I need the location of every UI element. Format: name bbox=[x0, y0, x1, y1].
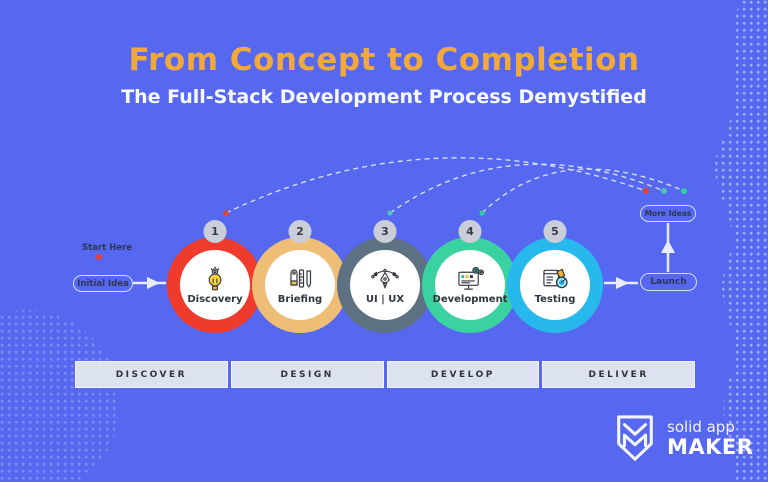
phase-deliver: DELIVER bbox=[542, 361, 695, 388]
step-label: Discovery bbox=[187, 293, 243, 305]
step-ring-4: Development bbox=[422, 237, 518, 333]
process-step-discovery: 1 Discovery bbox=[167, 220, 263, 333]
step-ring-3: UI | UX bbox=[337, 237, 433, 333]
more-ideas-node: More Ideas bbox=[640, 205, 696, 222]
phase-develop: DEVELOP bbox=[386, 361, 540, 388]
notebook-ruler-pencil-icon bbox=[290, 268, 312, 288]
logo-text-line1: solid app bbox=[667, 418, 735, 436]
process-step-testing: 5 Testing bbox=[507, 220, 603, 333]
step-label: Briefing bbox=[277, 293, 323, 305]
halftone-wave-right bbox=[715, 0, 768, 482]
step-number-badge: 3 bbox=[373, 220, 397, 243]
launch-node: Launch bbox=[640, 273, 697, 291]
start-dot bbox=[96, 254, 102, 260]
step-number-badge: 2 bbox=[288, 220, 312, 243]
phase-design: DESIGN bbox=[230, 361, 384, 388]
step-label: UI | UX bbox=[365, 293, 405, 305]
step-number-badge: 4 bbox=[458, 220, 482, 243]
subtitle: The Full-Stack Development Process Demys… bbox=[121, 86, 647, 108]
step-ring-1: Discovery bbox=[167, 237, 263, 333]
checklist-gauge-icon bbox=[542, 268, 568, 288]
phase-discover: DISCOVER bbox=[75, 361, 228, 388]
feedback-loop-curves bbox=[225, 157, 685, 214]
logo-text-line2: MAKER bbox=[667, 435, 754, 459]
step-ring-2: Briefing bbox=[252, 237, 348, 333]
logo: solid app MAKER bbox=[612, 413, 753, 465]
process-step-development: 4 Developm bbox=[422, 220, 518, 333]
step-number-badge: 1 bbox=[203, 220, 227, 243]
pen-tool-bezier-icon bbox=[371, 268, 399, 288]
feedback-loop-dots bbox=[223, 188, 687, 216]
flow-connectors bbox=[133, 223, 675, 289]
monitor-gears-icon bbox=[457, 266, 484, 290]
phase-bar: DISCOVER DESIGN DEVELOP DELIVER bbox=[75, 361, 695, 388]
process-step-briefing: 2 Briefing bbox=[252, 220, 348, 333]
lightbulb-gear-icon bbox=[208, 265, 222, 290]
main-title: From Concept to Completion bbox=[128, 42, 640, 78]
halftone-circle-bottom-left bbox=[0, 310, 120, 482]
process-step-uiux: 3 UI | UX bbox=[337, 220, 433, 333]
step-number-badge: 5 bbox=[543, 220, 567, 243]
step-ring-5: Testing bbox=[507, 237, 603, 333]
initial-idea-node: Initial Idea bbox=[73, 275, 133, 292]
solid-app-maker-logo-icon bbox=[617, 415, 653, 461]
start-here-label: Start Here bbox=[82, 243, 132, 253]
step-label: Development bbox=[432, 293, 508, 305]
step-label: Testing bbox=[534, 293, 576, 305]
